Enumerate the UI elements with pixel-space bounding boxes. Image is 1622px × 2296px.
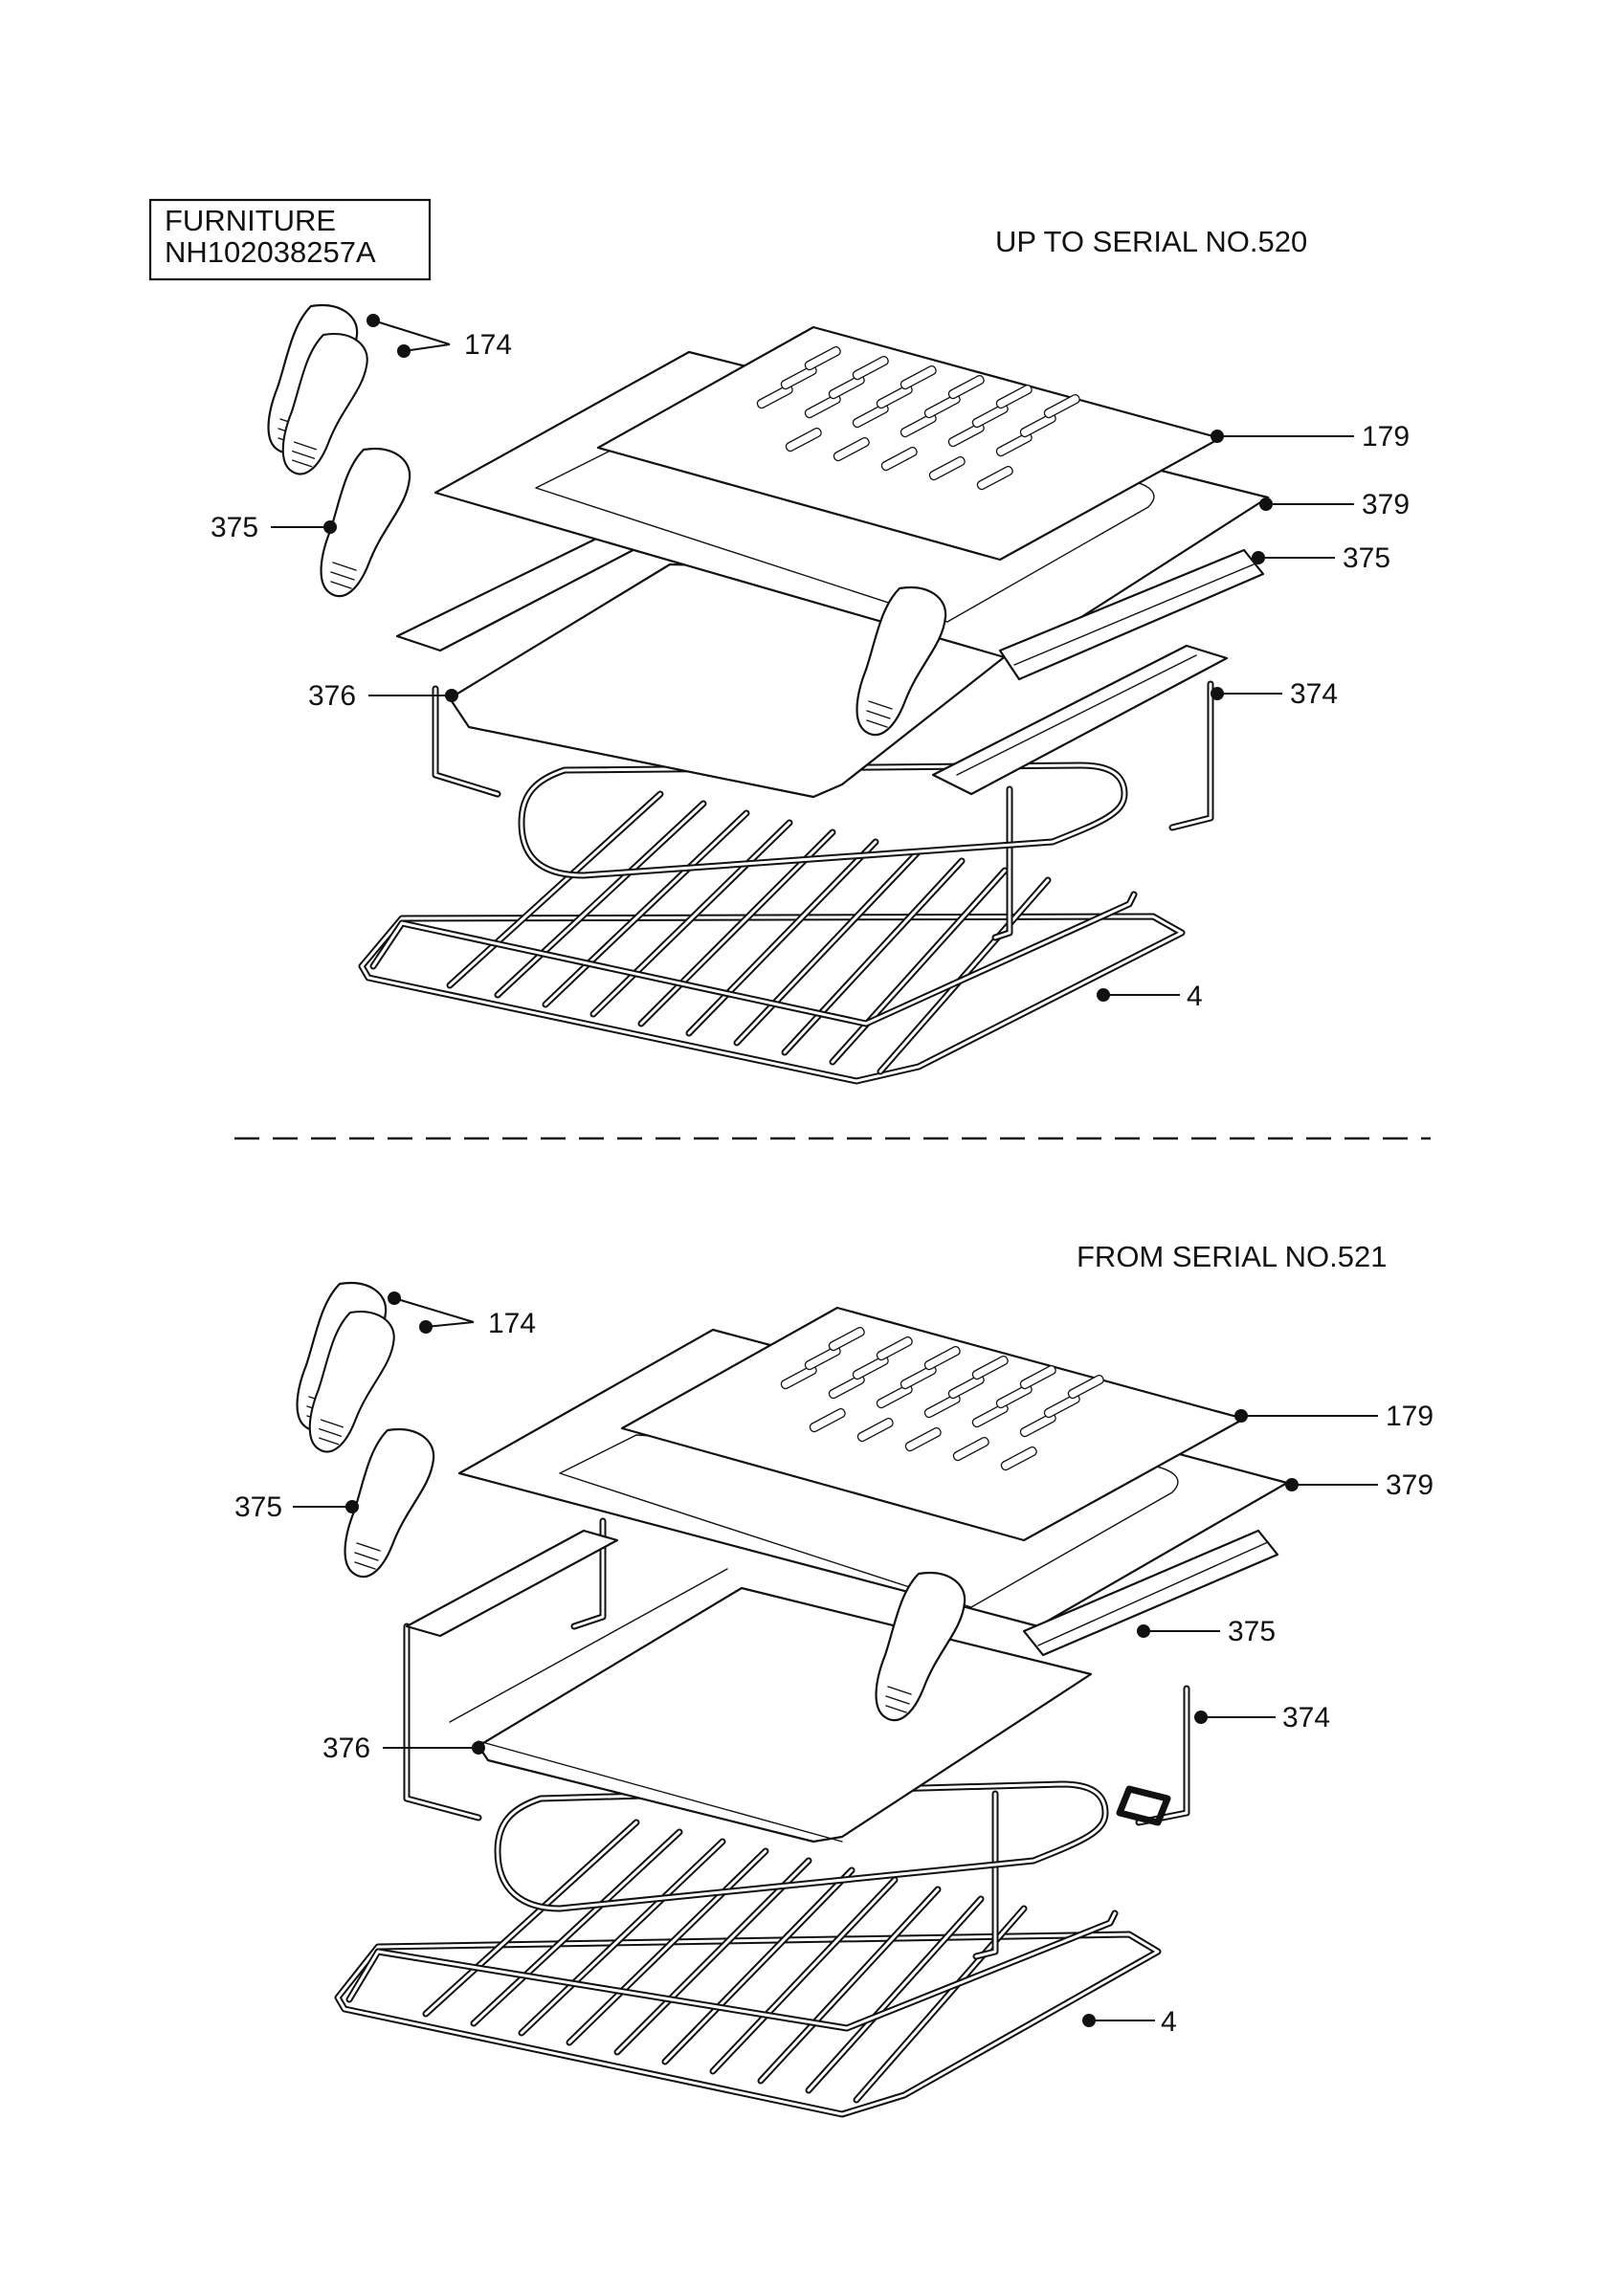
section-lower: FROM SERIAL NO.521: [234, 1240, 1433, 2118]
shelf-rail-right-375-lower: [1022, 1529, 1279, 1657]
title-furniture: FURNITURE: [165, 204, 336, 237]
side-runner-374-lower: [403, 1517, 1190, 1960]
title-part-number: NH102038257A: [165, 235, 376, 269]
callout-179-lower: 179: [1386, 1401, 1433, 1432]
callout-179: 179: [1362, 421, 1410, 453]
handle-375-left-lower: [344, 1427, 435, 1578]
wire-rack-4-lower: [334, 1819, 1162, 2118]
callout-376-lower: 376: [322, 1733, 370, 1764]
wire-rack-4: [358, 790, 1186, 1085]
section-heading-lower: FROM SERIAL NO.521: [1077, 1240, 1387, 1273]
callout-379-lower: 379: [1386, 1469, 1433, 1501]
side-runner-374: [432, 644, 1229, 941]
callout-4-lower: 4: [1161, 2006, 1177, 2038]
callout-375-left: 375: [211, 512, 258, 543]
callout-376: 376: [308, 680, 356, 712]
callout-4: 4: [1187, 981, 1203, 1012]
callout-374: 374: [1290, 678, 1338, 710]
callout-174: 174: [464, 329, 512, 361]
callout-375-right-lower: 375: [1228, 1616, 1276, 1647]
perforated-tray-179-lower: [620, 1306, 1246, 1542]
section-upper: UP TO SERIAL NO.520: [211, 225, 1410, 1085]
title-box: FURNITURE NH102038257A: [148, 198, 432, 281]
shelf-rail-right-375: [998, 548, 1265, 681]
callouts-upper: 174 179 379 375 375 376 374 4: [211, 314, 1410, 1012]
section-heading-upper: UP TO SERIAL NO.520: [995, 225, 1307, 258]
callouts-lower: 174 179 379 375 375 376 374 4: [234, 1292, 1433, 2038]
callout-375-left-lower: 375: [234, 1491, 282, 1523]
callout-174-lower: 174: [488, 1308, 536, 1339]
perforated-tray-179: [596, 325, 1222, 562]
callout-375-right: 375: [1343, 542, 1390, 574]
callout-379: 379: [1362, 489, 1410, 520]
callout-374-lower: 374: [1282, 1702, 1330, 1733]
